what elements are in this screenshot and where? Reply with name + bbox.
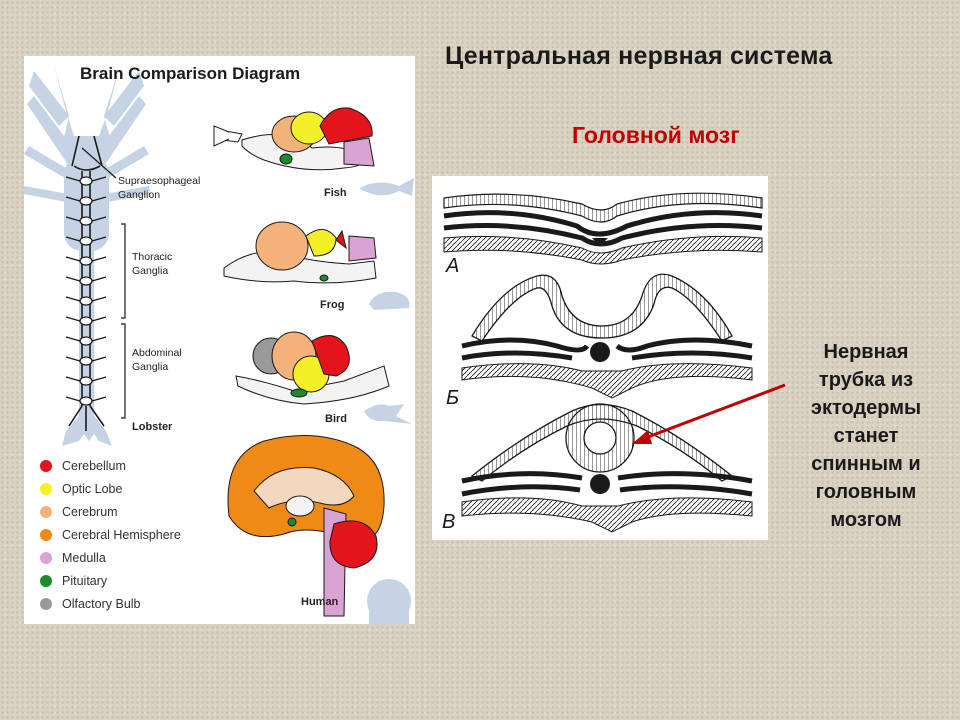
ganglion-nerve (65, 356, 107, 362)
caption-line: головным (815, 481, 917, 503)
stage-a-label: А (445, 255, 459, 277)
ganglion-node (79, 296, 93, 306)
human-brain (227, 435, 385, 617)
ganglion-node (79, 256, 93, 266)
legend-label: Cerebrum (62, 505, 118, 519)
label-abdominal-ganglia: Ganglia (132, 361, 168, 373)
caption-line: эктодермы (810, 397, 922, 419)
legend-label: Olfactory Bulb (62, 597, 141, 611)
legend-swatch (40, 575, 52, 587)
caption-line: спинным и (811, 453, 921, 475)
stage-a-diagram (443, 192, 763, 265)
neural-tube-panel: А Б В (432, 176, 768, 540)
legend-swatch (40, 483, 52, 495)
ganglion-node (79, 356, 93, 366)
legend-swatch (40, 598, 52, 610)
ganglion-nerve (65, 336, 107, 342)
ganglion-nerve (65, 276, 107, 282)
ganglion-nerve (65, 376, 107, 382)
ganglion-nerve (65, 196, 107, 202)
brain-comparison-panel: Brain Comparison Diagram Supraesophageal… (24, 56, 415, 624)
ganglion-node (79, 396, 93, 406)
legend-label: Pituitary (62, 574, 108, 588)
neural-tube-svg: А Б В (442, 192, 763, 533)
caption-line: мозгом (830, 509, 902, 531)
ganglion-node (79, 216, 93, 226)
label-frog: Frog (320, 299, 344, 311)
label-ganglion: Ganglion (118, 189, 160, 201)
bird-brain (235, 331, 390, 405)
human-head-silhouette (367, 579, 411, 624)
label-supraesophageal: Supraesophageal (118, 175, 200, 187)
ganglion-nerve (65, 296, 107, 302)
label-fish: Fish (324, 187, 347, 199)
legend-swatch (40, 506, 52, 518)
legend-label: Cerebellum (62, 459, 126, 473)
ganglion-node (79, 276, 93, 286)
caption-line: станет (833, 425, 899, 447)
lobster-ganglion-brackets (81, 147, 126, 419)
ganglion-node (79, 316, 93, 326)
ganglion-nerve (65, 256, 107, 262)
caption-line: трубка из (818, 369, 914, 391)
legend-swatch (40, 552, 52, 564)
fish-brain (213, 107, 375, 171)
label-thoracic: Thoracic (132, 251, 172, 263)
legend-swatch (40, 460, 52, 472)
ganglion-nerve (65, 176, 107, 182)
brain-comparison-svg: Brain Comparison Diagram Supraesophageal… (24, 64, 414, 624)
slide-title: Центральная нервная система (445, 42, 833, 70)
legend-label: Medulla (62, 551, 106, 565)
stage-b-diagram (461, 273, 753, 399)
legend-swatch (40, 529, 52, 541)
stage-v-diagram (461, 403, 753, 533)
ganglion-nerve (65, 236, 107, 242)
bird-silhouette (364, 404, 412, 424)
ganglion-node (79, 236, 93, 246)
legend-label: Optic Lobe (62, 482, 123, 496)
fish-silhouette (359, 178, 414, 196)
diagram-title: Brain Comparison Diagram (80, 64, 300, 83)
legend-label: Cerebral Hemisphere (62, 528, 181, 542)
frog-brain (223, 221, 377, 284)
stage-v-label: В (442, 511, 455, 533)
label-thoracic-ganglia: Ganglia (132, 265, 168, 277)
label-bird: Bird (325, 413, 347, 425)
ganglion-nerve (65, 316, 107, 322)
label-lobster: Lobster (132, 421, 173, 433)
stage-b-label: Б (446, 387, 459, 409)
caption-line: Нервная (823, 341, 909, 363)
frog-silhouette (369, 291, 410, 310)
neural-tube-caption: Нервная трубка из эктодермы станет спинн… (778, 338, 954, 534)
label-abdominal: Abdominal (132, 347, 182, 359)
slide-subtitle: Головной мозг (572, 122, 740, 148)
ganglion-nerve (65, 216, 107, 222)
ganglion-nerve (65, 396, 107, 402)
ganglion-node (79, 196, 93, 206)
ganglion-node (79, 376, 93, 386)
lobster-nerve-cord (68, 135, 105, 431)
ganglion-node (79, 336, 93, 346)
label-human: Human (301, 596, 339, 608)
ganglion-node (79, 176, 93, 186)
lobster-ganglia (65, 176, 107, 406)
